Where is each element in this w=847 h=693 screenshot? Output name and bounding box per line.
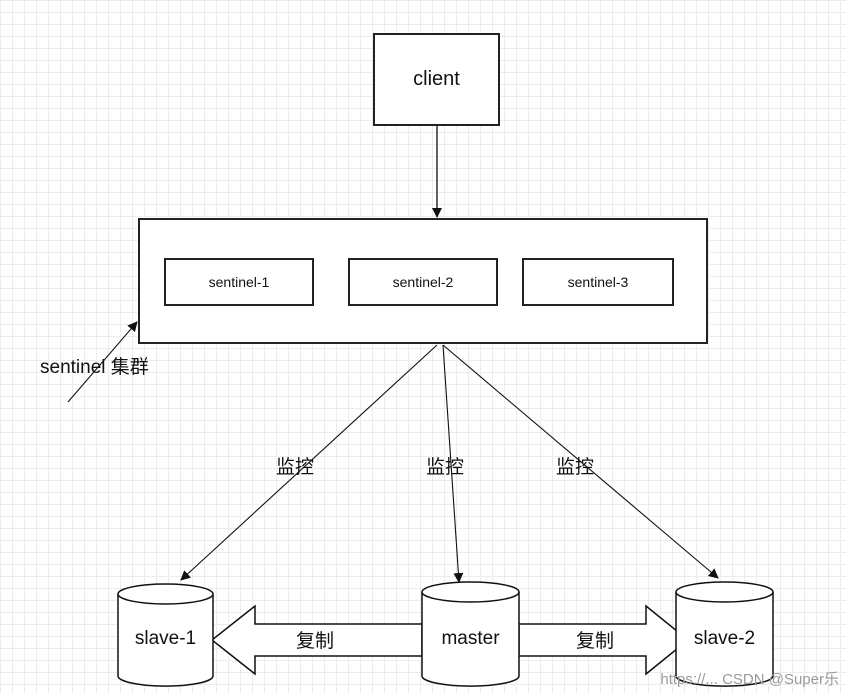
cluster-pointer-arrow	[67, 321, 138, 403]
sentinel-3-label: sentinel-3	[567, 274, 629, 290]
client-node: client	[373, 33, 500, 126]
db-slave2-label: slave-2	[693, 628, 756, 649]
sentinel-2-label: sentinel-2	[392, 274, 454, 290]
replication-arrow-to-slave1	[210, 604, 423, 676]
monitor-line-slave1	[180, 344, 438, 581]
db-master-label: master	[441, 628, 500, 649]
sentinel-node-3: sentinel-3	[522, 258, 674, 306]
monitor-label-slave2: 监控	[556, 457, 595, 478]
replication-arrow-to-slave2	[518, 604, 690, 676]
monitor-line-slave2	[442, 344, 719, 579]
cluster-label: sentinel 集群	[40, 357, 149, 378]
monitor-label-master: 监控	[426, 457, 465, 478]
db-slave2-cylinder	[675, 581, 774, 687]
db-slave1-label: slave-1	[134, 628, 197, 649]
watermark: https://... CSDN @Super乐	[660, 671, 839, 688]
sentinel-node-1: sentinel-1	[164, 258, 314, 306]
sentinel-node-2: sentinel-2	[348, 258, 498, 306]
sentinel-1-label: sentinel-1	[208, 274, 270, 290]
db-slave1-cylinder	[117, 583, 214, 687]
sentinel-cluster: sentinel-1 sentinel-2 sentinel-3	[138, 218, 708, 344]
monitor-line-master	[442, 344, 464, 583]
db-master-cylinder	[421, 581, 520, 687]
client-label: client	[413, 68, 460, 90]
replication-label-slave2: 复制	[576, 631, 615, 652]
replication-label-slave1: 复制	[296, 631, 335, 652]
monitor-label-slave1: 监控	[276, 457, 315, 478]
